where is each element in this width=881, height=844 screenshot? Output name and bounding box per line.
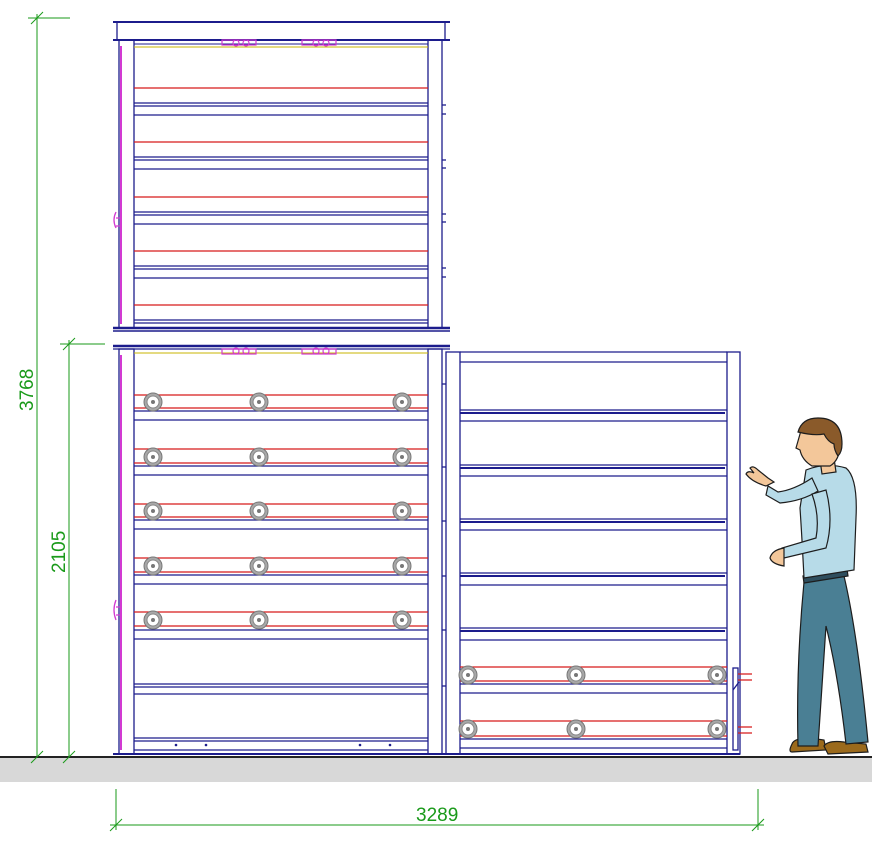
dimension-total-height (28, 11, 70, 764)
lock-handle (732, 667, 752, 751)
upper-top-latches (221, 39, 337, 47)
roller-axle (466, 727, 470, 731)
dimension-lower-height-label: 2105 (49, 531, 70, 573)
lower-right-rack-unit (445, 351, 752, 755)
roller-axle (400, 564, 404, 568)
person-scale-figure (745, 417, 869, 755)
dimension-total-height-label: 3768 (17, 369, 38, 411)
roller-axle (715, 727, 719, 731)
lower-left-rollers (143, 392, 412, 630)
lower-top-latches (221, 347, 337, 355)
roller-axle (257, 564, 261, 568)
roller-axle (151, 455, 155, 459)
dimension-lower-height (60, 337, 105, 764)
lower-left-shelves (134, 394, 428, 751)
roller-axle (466, 673, 470, 677)
roller-axle (257, 400, 261, 404)
roller-axle (151, 564, 155, 568)
roller-axle (257, 618, 261, 622)
upper-rack-unit (113, 21, 450, 332)
ground-slab (0, 757, 872, 782)
dimension-total-width (109, 789, 765, 832)
roller-axle (151, 618, 155, 622)
upper-shelves (134, 87, 428, 324)
roller-axle (151, 400, 155, 404)
roller-axle (400, 509, 404, 513)
dimension-total-width-label: 3289 (416, 805, 458, 826)
roller-axle (574, 673, 578, 677)
roller-axle (574, 727, 578, 731)
roller-axle (715, 673, 719, 677)
roller-axle (400, 400, 404, 404)
roller-axle (257, 509, 261, 513)
lower-right-rollers (458, 665, 727, 739)
roller-axle (400, 618, 404, 622)
lower-right-shelves (460, 409, 727, 749)
roller-axle (400, 455, 404, 459)
lower-left-rack-unit (113, 344, 450, 755)
roller-axle (257, 455, 261, 459)
roller-axle (151, 509, 155, 513)
bottom-pins (174, 743, 392, 747)
